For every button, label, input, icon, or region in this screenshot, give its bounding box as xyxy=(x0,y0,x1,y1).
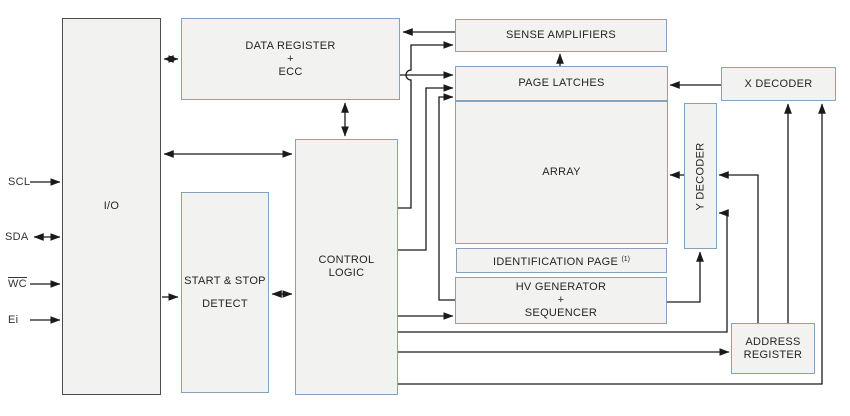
block-identification-page: IDENTIFICATION PAGE (1) xyxy=(456,248,667,273)
wire-controllogic-pagelatches xyxy=(398,84,454,251)
block-y-decoder: Y DECODER xyxy=(684,103,717,249)
block-array: ARRAY xyxy=(455,101,668,244)
block-start-stop-detect: START & STOP DETECT xyxy=(181,192,269,393)
identification-page-footnote: (1) xyxy=(621,255,630,263)
block-data-register: DATA REGISTER + ECC xyxy=(181,18,400,100)
wire-controllogic-ydecoder xyxy=(398,209,729,333)
wire-controllogic-xdecoder xyxy=(398,103,826,385)
wire-hvgenerator-ydecoder xyxy=(667,251,704,303)
pin-label-sda: SDA xyxy=(5,231,29,243)
block-sense-amplifiers: SENSE AMPLIFIERS xyxy=(455,19,667,52)
pin-label-scl: SCL xyxy=(8,176,31,188)
block-x-decoder: X DECODER xyxy=(721,67,836,101)
block-io: I/O xyxy=(62,18,161,395)
block-io-label: I/O xyxy=(103,200,120,212)
wire-addressregister-ydecoder xyxy=(718,171,759,323)
block-address-register: ADDRESS REGISTER xyxy=(731,323,815,374)
block-page-latches: PAGE LATCHES xyxy=(455,66,668,101)
block-control-logic: CONTROL LOGIC xyxy=(295,139,398,395)
pin-label-ei: Ei xyxy=(8,314,19,326)
block-hv-generator: HV GENERATOR + SEQUENCER xyxy=(455,277,667,324)
wire-hvgenerator-pagelatches xyxy=(438,93,455,301)
pin-label-wc: WC xyxy=(8,278,27,290)
